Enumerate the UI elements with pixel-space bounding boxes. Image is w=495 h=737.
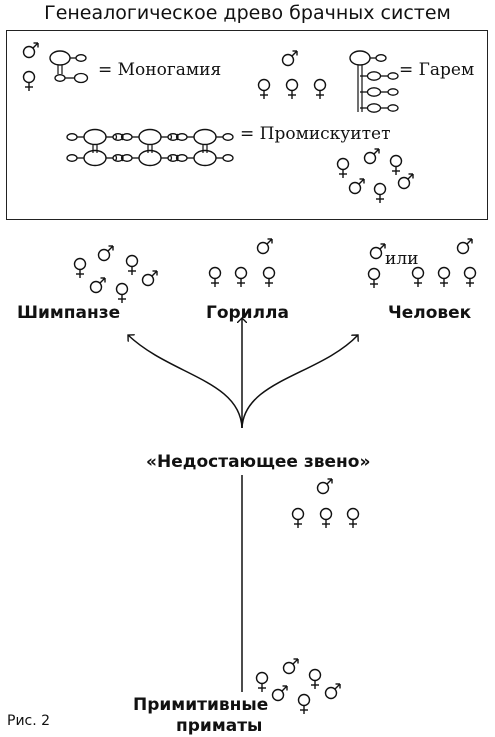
male-symbol-icon	[256, 238, 273, 255]
monogamous-pair-icon	[49, 50, 89, 84]
figure-caption: Рис. 2	[7, 713, 51, 729]
female-symbol-icon	[346, 507, 360, 529]
female-symbol-icon	[234, 266, 248, 288]
monogamy-symbols	[22, 42, 89, 92]
primitive-primates-symbols	[255, 658, 341, 715]
female-symbol-icon	[22, 70, 36, 92]
human-arrow	[241, 335, 358, 429]
male-symbol-icon	[271, 685, 288, 702]
legend-promiscuity-label: = Промискуитет	[240, 124, 391, 144]
female-symbol-icon	[262, 266, 276, 288]
harem-symbols	[257, 50, 399, 113]
male-symbol-icon	[456, 238, 473, 255]
male-symbol-icon	[281, 50, 298, 67]
female-symbol-icon	[285, 78, 299, 100]
female-symbol-icon	[367, 267, 381, 289]
female-symbol-icon	[411, 266, 425, 288]
legend-monogamy-label: = Моногамия	[98, 60, 222, 80]
chimpanzee-symbols	[73, 245, 158, 304]
figure-title: Генеалогическое древо брачных систем	[44, 2, 451, 24]
promiscuity-symbols	[336, 148, 414, 204]
gorilla-label: Горилла	[206, 303, 289, 323]
or-label: или	[385, 249, 419, 269]
female-symbol-icon	[336, 157, 350, 179]
female-symbol-icon	[389, 154, 403, 176]
male-symbol-icon	[89, 277, 106, 294]
female-symbol-icon	[319, 507, 333, 529]
female-symbol-icon	[291, 507, 305, 529]
male-symbol-icon	[363, 148, 380, 165]
male-symbol-icon	[316, 478, 333, 495]
female-symbol-icon	[308, 668, 322, 690]
female-symbol-icon	[257, 78, 271, 100]
male-symbol-icon	[282, 658, 299, 675]
male-symbol-icon	[141, 270, 158, 287]
female-symbol-icon	[437, 266, 451, 288]
female-symbol-icon	[73, 257, 87, 279]
female-symbol-icon	[125, 254, 139, 276]
female-symbol-icon	[255, 671, 269, 693]
male-symbol-icon	[22, 42, 39, 59]
primitive-primates-label-line1: Примитивные	[133, 695, 269, 715]
human-label: Человек	[388, 303, 472, 323]
male-symbol-icon	[397, 173, 414, 190]
chimpanzee-arrow	[128, 335, 243, 429]
female-symbol-icon	[208, 266, 222, 288]
female-symbol-icon	[463, 266, 477, 288]
harem-group-icon	[349, 50, 399, 113]
female-symbol-icon	[115, 282, 129, 304]
female-symbol-icon	[297, 693, 311, 715]
female-symbol-icon	[373, 182, 387, 204]
legend-harem-label: = Гарем	[399, 60, 475, 80]
female-symbol-icon	[313, 78, 327, 100]
male-symbol-icon	[97, 245, 114, 262]
chimpanzee-label: Шимпанзе	[17, 303, 121, 323]
legend-box	[6, 30, 488, 220]
gorilla-symbols	[208, 238, 276, 288]
male-symbol-icon	[369, 243, 386, 260]
male-symbol-icon	[348, 178, 365, 195]
male-symbol-icon	[324, 683, 341, 700]
primitive-primates-label-line2: приматы	[176, 716, 263, 736]
promiscuity-group-icon	[66, 128, 234, 167]
missing-link-symbols	[291, 478, 360, 529]
tree-lines	[128, 318, 358, 692]
missing-link-label: «Недостающее звено»	[146, 452, 371, 472]
